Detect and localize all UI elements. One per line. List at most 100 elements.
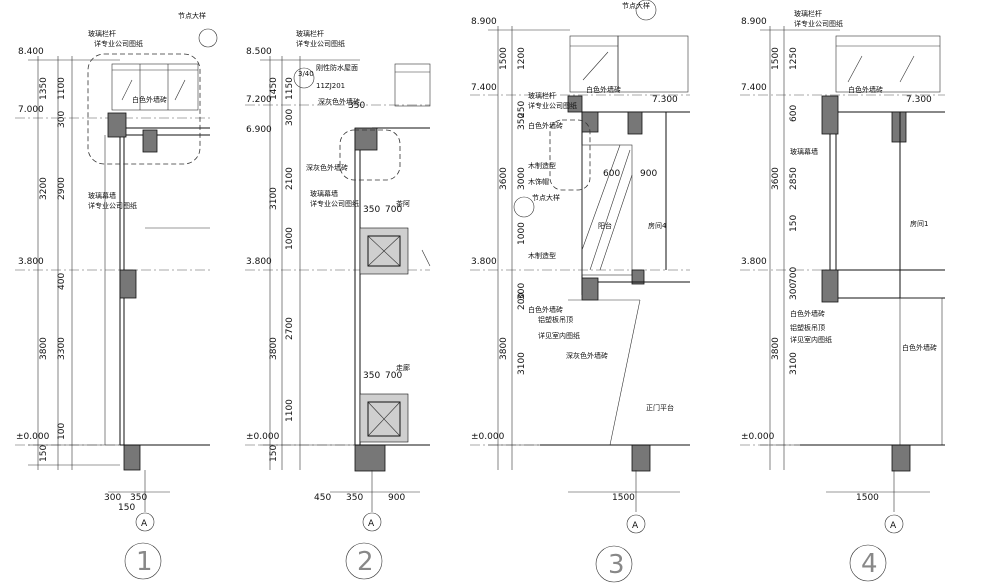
axis-bubble: [884, 514, 904, 534]
beam-section: [627, 111, 643, 135]
slab-section: [107, 112, 127, 138]
vertical-dimension: 300: [789, 283, 799, 300]
detail-cloud: [87, 53, 201, 165]
vertical-dimension: 600: [789, 105, 799, 122]
horizontal-dimension: 450: [314, 493, 331, 503]
detail-cloud: [549, 119, 591, 191]
vertical-dimension: 1350: [39, 77, 49, 100]
vertical-dimension: 700: [789, 267, 799, 284]
horizontal-dimension: 350: [348, 101, 365, 111]
elevation-label: ±0.000: [471, 432, 505, 442]
balcony-area: [581, 144, 633, 276]
elevation-label: 8.500: [246, 47, 272, 57]
corridor-box: [359, 393, 409, 443]
glass-railing: [394, 63, 431, 107]
elevation-label: 7.200: [246, 95, 272, 105]
glass-mark: [847, 55, 863, 83]
glass-railing: [569, 35, 619, 93]
annotation-note: 玻璃栏杆: [528, 91, 556, 100]
glass-mark: [589, 149, 631, 271]
horizontal-dimension: 1500: [612, 493, 635, 503]
slab-section: [354, 127, 378, 151]
annotation-note: 详专业公司图纸: [528, 101, 577, 110]
horizontal-dimension: 350: [363, 371, 380, 381]
annotation-note: 阳台: [598, 221, 612, 230]
vertical-dimension: 300: [285, 109, 295, 126]
vertical-dimension: 1500: [771, 47, 781, 70]
glass-railing: [835, 35, 941, 93]
vertical-dimension: 1000: [517, 222, 527, 245]
annotation-note: 详专业公司图纸: [794, 19, 843, 28]
elevation-label: 3.800: [246, 257, 272, 267]
elevation-label: 7.300: [906, 95, 932, 105]
vertical-dimension: 3800: [269, 337, 279, 360]
detail-2: [245, 56, 431, 580]
vertical-dimension: 3300: [57, 337, 67, 360]
annotation-note: 木制造型: [528, 161, 556, 170]
callout-circle: [635, 0, 657, 21]
annotation-note: 详专业公司图纸: [296, 39, 345, 48]
axis-label: A: [890, 521, 897, 531]
annotation-note: 茶阿: [396, 199, 410, 208]
annotation-note: 白色外墙砖: [528, 121, 563, 130]
beam-section: [581, 277, 599, 301]
annotation-note: 玻璃幕墙: [88, 191, 116, 200]
footing-section: [891, 444, 911, 472]
vertical-dimension: 3100: [517, 352, 527, 375]
horizontal-dimension: 700: [385, 205, 402, 215]
vertical-dimension: 3000: [517, 167, 527, 190]
annotation-note: 玻璃栏杆: [794, 9, 822, 18]
glass-mark: [581, 144, 621, 251]
annotation-note: 玻璃幕墙: [790, 147, 818, 156]
horizontal-dimension: 600: [603, 169, 620, 179]
glass-mark: [174, 79, 186, 101]
elevation-label: 3.800: [741, 257, 767, 267]
vertical-dimension: 2100: [285, 167, 295, 190]
footing-section: [123, 444, 141, 471]
annotation-note: 木制造型: [528, 251, 556, 260]
footing-section: [354, 444, 386, 472]
elevation-label: 8.900: [741, 17, 767, 27]
elevation-label: ±0.000: [16, 432, 50, 442]
awning-line: [609, 299, 641, 446]
vertical-dimension: 200: [517, 293, 527, 310]
beam-section: [631, 269, 645, 285]
elevation-label: 3.800: [471, 257, 497, 267]
elevation-label: 7.400: [741, 83, 767, 93]
footing-section: [631, 444, 651, 472]
annotation-note: 走廊: [396, 363, 410, 372]
vertical-dimension: 3800: [39, 337, 49, 360]
annotation-note: 深灰色外墙砖: [566, 351, 608, 360]
elevation-label: 8.900: [471, 17, 497, 27]
annotation-note: 详见室内图纸: [790, 335, 832, 344]
vertical-dimension: 3800: [499, 337, 509, 360]
vertical-dimension: 3800: [771, 337, 781, 360]
elevation-label: 3.800: [18, 257, 44, 267]
annotation-note: 白色外墙砖: [848, 85, 883, 94]
vertical-dimension: 350: [517, 113, 527, 130]
annotation-note: 刚性防水屋面: [316, 63, 358, 72]
detail-number-circle: [124, 542, 162, 580]
corridor-box-inner: [367, 401, 401, 437]
detail-number-circle: [849, 544, 887, 582]
elevation-label: ±0.000: [741, 432, 775, 442]
glass-mark: [899, 55, 915, 83]
detail-number-circle: [595, 545, 633, 583]
annotation-note: 房间1: [910, 219, 928, 228]
vertical-dimension: 150: [269, 445, 279, 462]
vertical-dimension: 2900: [57, 177, 67, 200]
beam-section: [142, 129, 158, 153]
horizontal-dimension: 150: [118, 503, 135, 513]
vertical-dimension: 3200: [39, 177, 49, 200]
annotation-note: 节点大样: [532, 193, 560, 202]
elevation-label: 6.900: [246, 125, 272, 135]
toilet-box-inner: [367, 235, 401, 267]
horizontal-dimension: 900: [388, 493, 405, 503]
index-circle: [293, 67, 315, 89]
callout-reference: 3/40: [298, 70, 314, 78]
vertical-dimension: 1000: [285, 227, 295, 250]
axis-label: A: [368, 519, 375, 529]
annotation-note: 正门平台: [646, 403, 674, 412]
